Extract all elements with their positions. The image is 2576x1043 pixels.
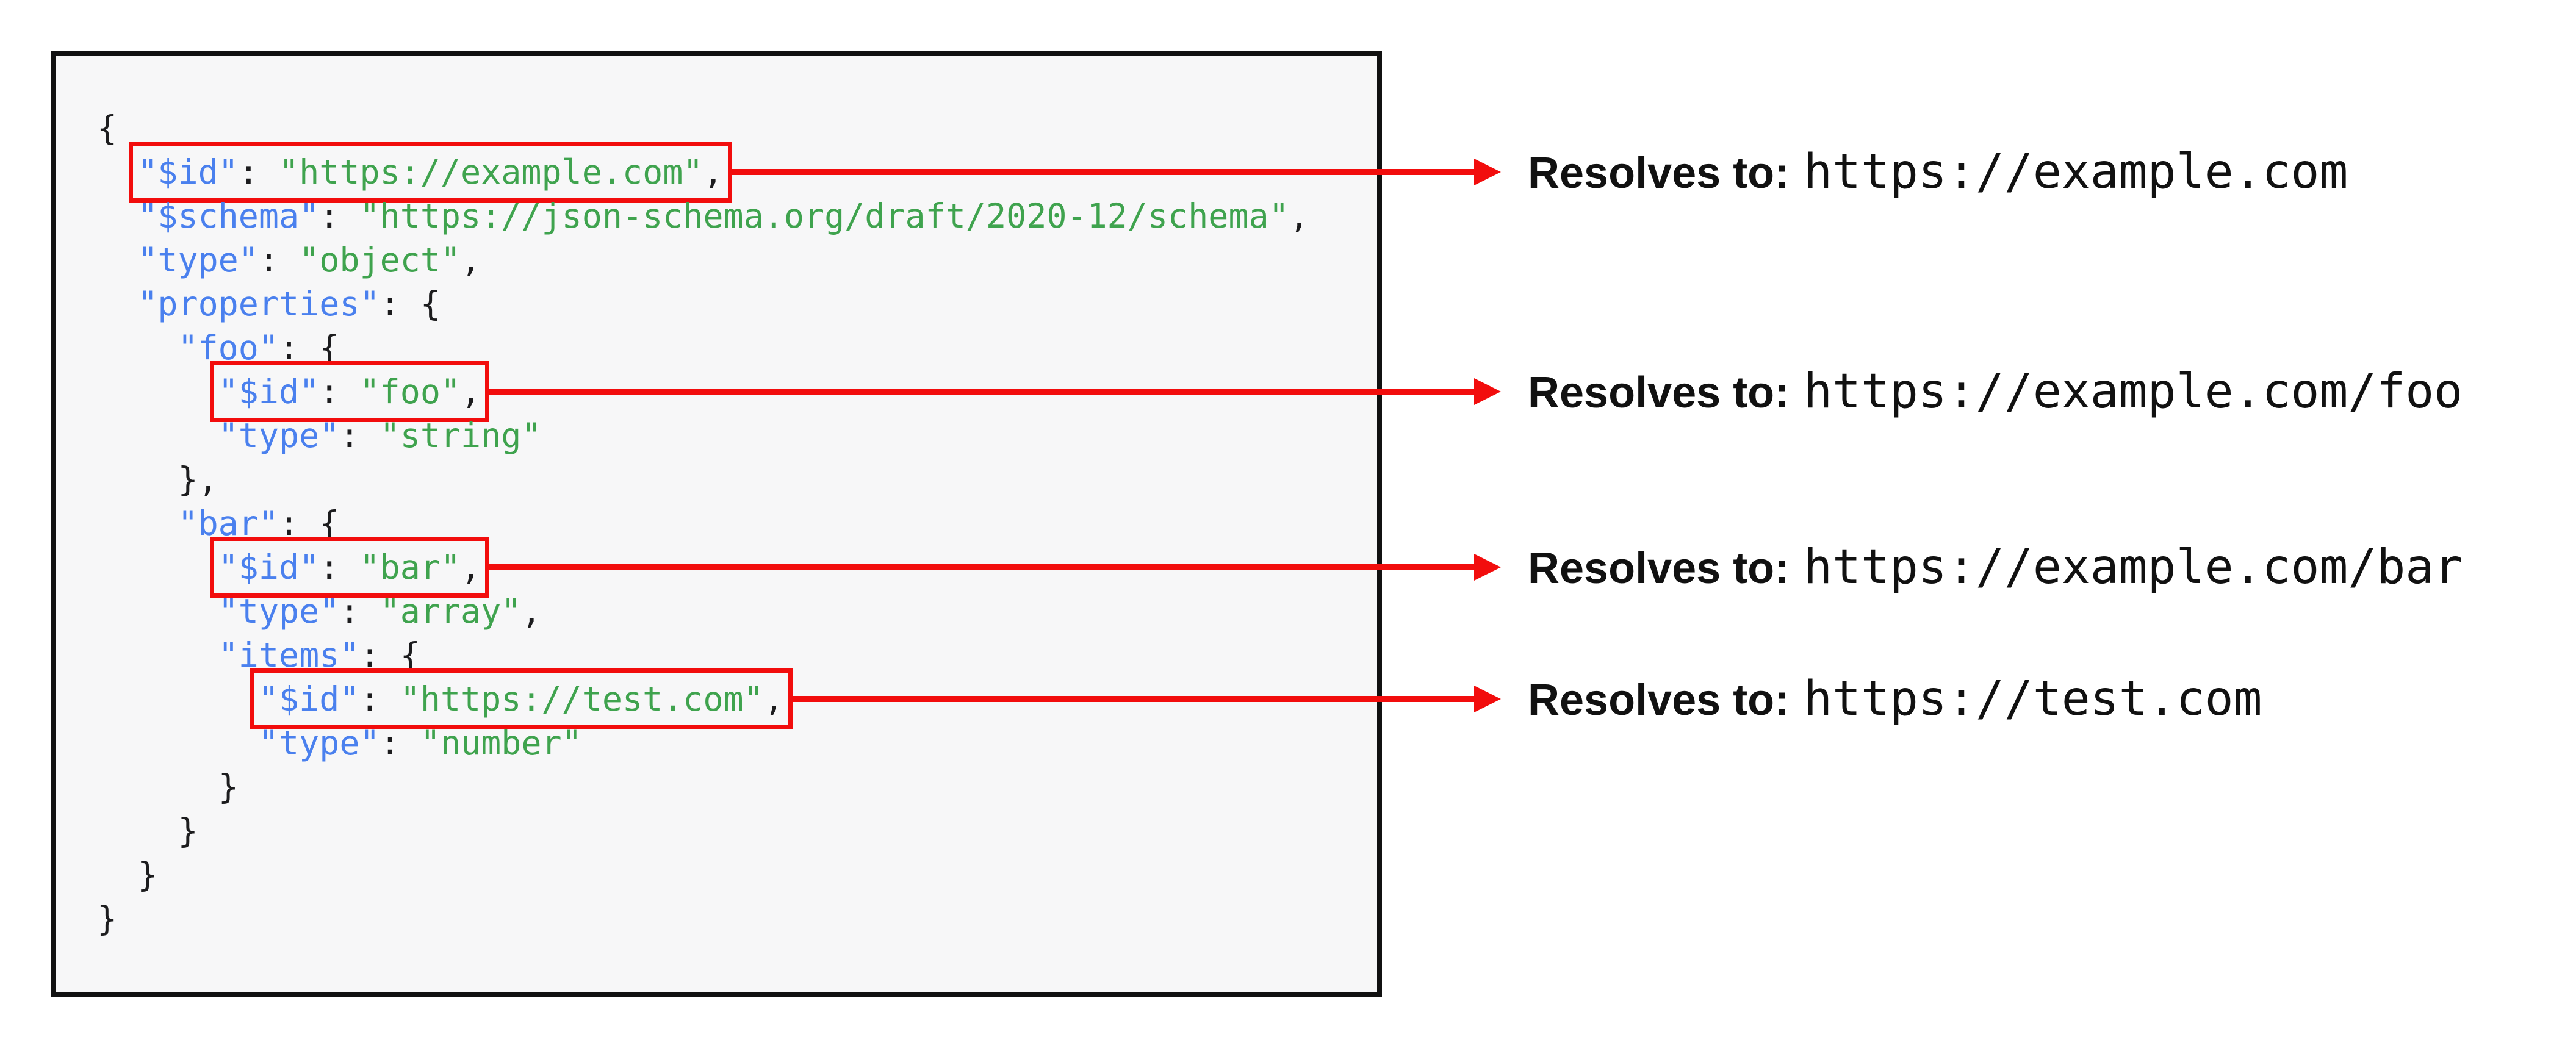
- resolves-to-annotation: Resolves to: https://example.com: [1528, 145, 2348, 199]
- annotation-label: Resolves to:: [1528, 368, 1790, 417]
- json-key: "$id": [137, 152, 239, 192]
- json-key: "type": [137, 240, 259, 279]
- arrow-shaft: [792, 696, 1474, 702]
- json-punctuation: ,: [763, 679, 784, 719]
- resolves-to-annotation: Resolves to: https://example.com/bar: [1528, 540, 2463, 595]
- json-key: "$id": [218, 372, 320, 411]
- json-key: "type": [258, 723, 380, 762]
- annotation-resolved-uri: https://example.com: [1804, 145, 2348, 199]
- json-key: "$id": [218, 548, 320, 587]
- json-punctuation: }: [137, 855, 158, 894]
- code-block: { "$id": "https://example.com", "$schema…: [56, 56, 1377, 941]
- json-punctuation: :: [319, 372, 360, 411]
- json-key: "items": [218, 636, 360, 675]
- arrow-head-icon: [1474, 554, 1501, 581]
- json-punctuation: :: [319, 196, 360, 235]
- highlight-box: "$id": "https://example.com",: [129, 142, 732, 203]
- json-punctuation: :: [238, 152, 279, 192]
- json-punctuation: }: [97, 899, 118, 938]
- json-key: "properties": [137, 284, 380, 323]
- annotation-label: Resolves to:: [1528, 544, 1790, 593]
- arrow-shaft: [732, 169, 1474, 175]
- arrow-head-icon: [1474, 686, 1501, 712]
- json-punctuation: :: [339, 416, 380, 455]
- json-punctuation: :: [319, 548, 360, 587]
- annotation-resolved-uri: https://test.com: [1804, 672, 2262, 726]
- json-punctuation: }: [218, 767, 239, 806]
- json-punctuation: :: [258, 240, 300, 279]
- arrow-head-icon: [1474, 378, 1501, 405]
- annotation-label: Resolves to:: [1528, 149, 1790, 198]
- resolves-to-annotation: Resolves to: https://example.com/foo: [1528, 364, 2463, 419]
- arrow-head-icon: [1474, 159, 1501, 185]
- json-schema-code-panel: { "$id": "https://example.com", "$schema…: [51, 51, 1382, 997]
- json-punctuation: :: [339, 592, 380, 631]
- json-key: "$id": [258, 679, 360, 719]
- json-punctuation: }: [178, 811, 198, 850]
- json-string: "https://json-schema.org/draft/2020-12/s…: [359, 196, 1289, 235]
- arrow-shaft: [489, 389, 1474, 395]
- json-string: "string": [380, 416, 542, 455]
- json-string: "bar": [359, 548, 461, 587]
- json-punctuation: : {: [359, 636, 420, 675]
- json-punctuation: ,: [461, 372, 481, 411]
- json-punctuation: ,: [703, 152, 724, 192]
- json-punctuation: ,: [461, 240, 481, 279]
- json-punctuation: ,: [461, 548, 481, 587]
- json-string: "object": [299, 240, 461, 279]
- json-string: "number": [420, 723, 582, 762]
- json-string: "array": [380, 592, 522, 631]
- json-key: "bar": [178, 504, 279, 543]
- highlight-box: "$id": "bar",: [209, 537, 490, 598]
- json-key: "$schema": [137, 196, 320, 235]
- json-punctuation: },: [178, 460, 218, 499]
- highlight-box: "$id": "foo",: [209, 361, 490, 422]
- resolves-to-annotation: Resolves to: https://test.com: [1528, 672, 2262, 726]
- json-punctuation: :: [380, 723, 420, 762]
- annotation-label: Resolves to:: [1528, 676, 1790, 725]
- json-punctuation: :: [359, 679, 400, 719]
- json-punctuation: : {: [279, 328, 340, 367]
- json-key: "type": [218, 592, 340, 631]
- json-punctuation: : {: [380, 284, 441, 323]
- annotation-resolved-uri: https://example.com/foo: [1804, 364, 2463, 419]
- json-punctuation: {: [97, 109, 118, 148]
- highlight-box: "$id": "https://test.com",: [250, 668, 793, 729]
- json-key: "type": [218, 416, 340, 455]
- json-string: "https://test.com": [400, 679, 764, 719]
- json-punctuation: : {: [279, 504, 340, 543]
- json-punctuation: ,: [521, 592, 542, 631]
- json-string: "foo": [359, 372, 461, 411]
- arrow-shaft: [489, 564, 1474, 570]
- json-string: "https://example.com": [279, 152, 703, 192]
- json-key: "foo": [178, 328, 279, 367]
- annotation-resolved-uri: https://example.com/bar: [1804, 540, 2463, 595]
- json-punctuation: ,: [1289, 196, 1309, 235]
